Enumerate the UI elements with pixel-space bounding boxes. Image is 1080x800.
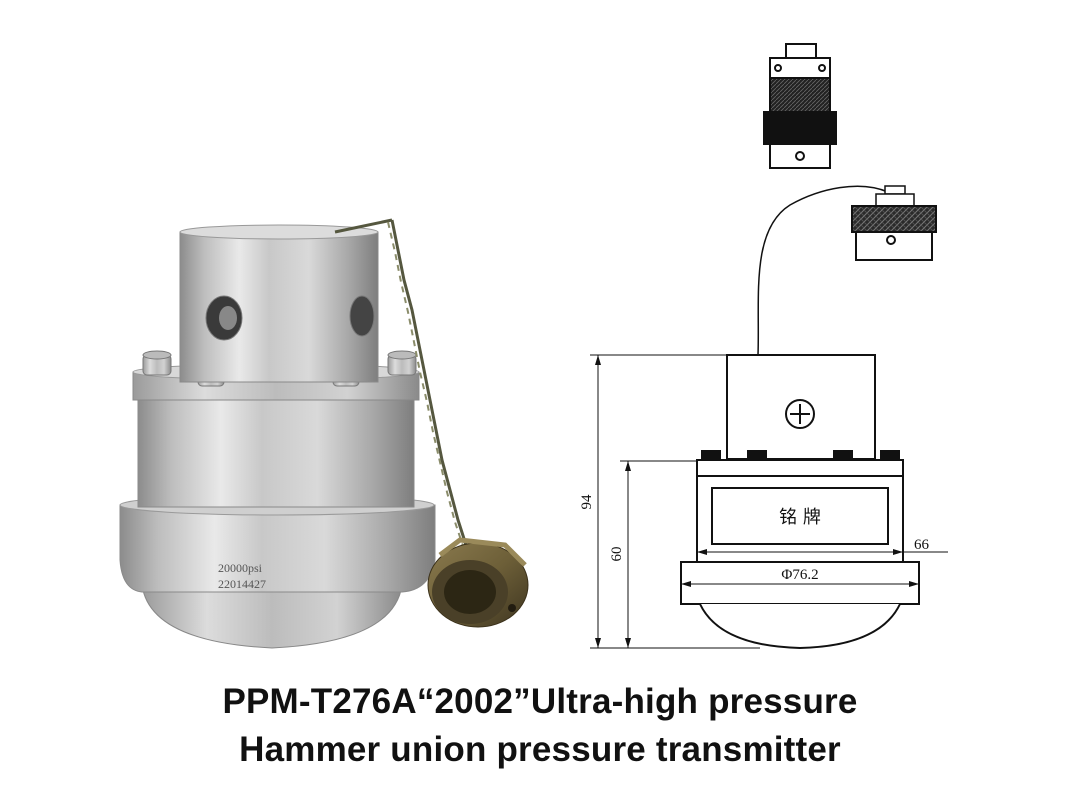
caption-line2: Hammer union pressure transmitter xyxy=(239,730,841,769)
dome xyxy=(699,603,901,650)
side-hole xyxy=(349,295,375,337)
socket-cap xyxy=(851,185,937,261)
dim-diameter: Φ76.2 xyxy=(781,567,818,583)
hammer-nut-ring xyxy=(119,504,436,593)
nameplate-text: 铭 牌 xyxy=(779,507,821,528)
dim-width-plate: 66 xyxy=(914,537,930,553)
transmitter-photo: 20000psi 22014427 xyxy=(119,218,529,649)
bottom-dome xyxy=(141,584,403,649)
dim-height-total: 94 xyxy=(579,494,595,510)
cable xyxy=(757,185,889,356)
plug-connector xyxy=(763,43,837,169)
engraving-line1: 20000psi xyxy=(218,561,263,575)
nameplate xyxy=(711,487,889,545)
body-cylinder xyxy=(137,394,415,508)
flange-body xyxy=(696,459,904,477)
safety-chain xyxy=(334,218,468,547)
hammer-nut xyxy=(680,561,920,605)
engraving-line2: 22014427 xyxy=(218,577,266,591)
height-dimensions xyxy=(590,354,760,649)
dim-height-body: 60 xyxy=(609,547,625,562)
technical-drawing: 铭 牌 66 Φ76.2 94 60 xyxy=(579,43,948,650)
connector-cap xyxy=(427,537,529,628)
caption-line1: PPM-T276A“2002”Ultra-high pressure xyxy=(222,682,858,721)
symbol-circle xyxy=(785,399,815,429)
